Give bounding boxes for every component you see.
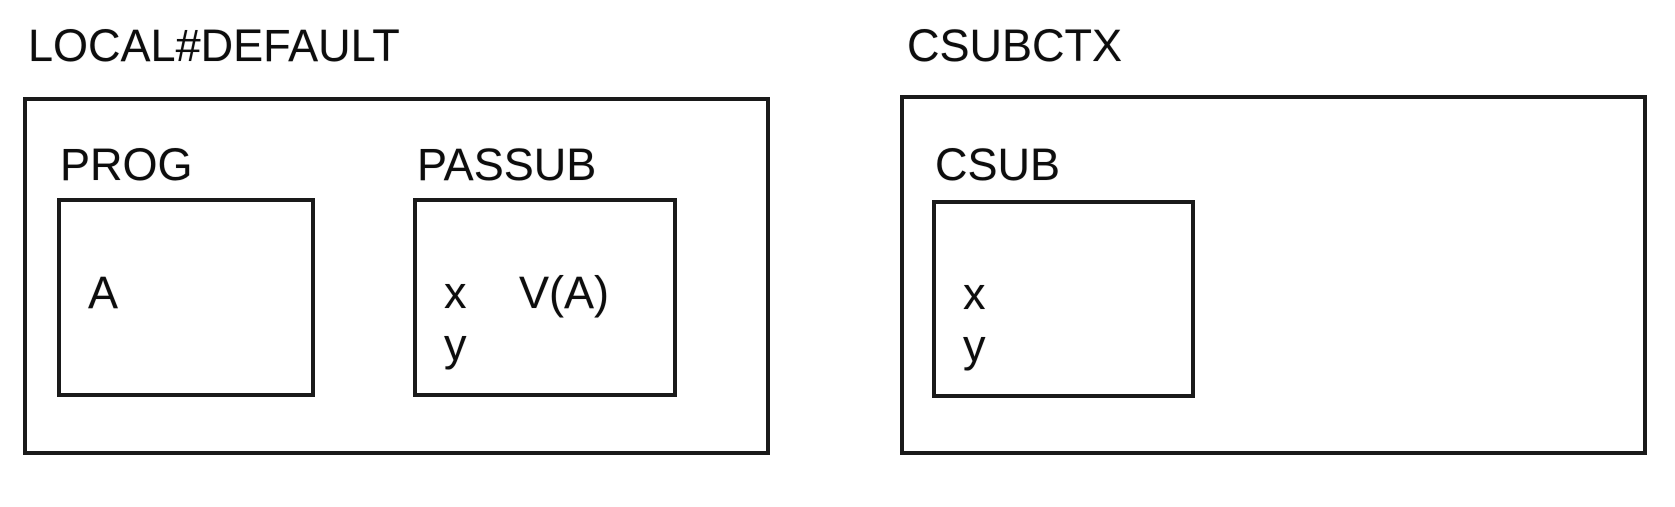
block-box-passub: x V(A) y: [413, 198, 677, 397]
block-label-passub: PASSUB: [417, 139, 597, 190]
context-box-local-default: PROG A PASSUB x V(A) y: [23, 97, 770, 455]
variable-list: x y: [963, 268, 1038, 372]
block-box-csub: x y: [932, 200, 1195, 398]
block-label-csub: CSUB: [935, 139, 1061, 190]
variable-name: y: [444, 319, 467, 370]
block-box-prog: A: [57, 198, 315, 397]
variable-row: x: [963, 268, 1038, 320]
variable-row: y: [963, 320, 1038, 372]
variable-name: y: [963, 320, 986, 371]
context-label-csubctx: CSUBCTX: [907, 20, 1123, 71]
variable-list: x V(A) y: [444, 267, 609, 371]
context-box-csubctx: CSUB x y: [900, 95, 1647, 455]
context-label-local-default: LOCAL#DEFAULT: [28, 20, 400, 71]
variable-row: y: [444, 319, 609, 371]
variable-row: x V(A): [444, 267, 609, 319]
variable-name: A: [88, 267, 119, 318]
variable-list: A: [88, 267, 163, 319]
block-label-prog: PROG: [60, 139, 193, 190]
variable-row: A: [88, 267, 163, 319]
variable-name: x: [444, 267, 467, 318]
variable-name: x: [963, 268, 986, 319]
variable-value: V(A): [519, 267, 609, 318]
